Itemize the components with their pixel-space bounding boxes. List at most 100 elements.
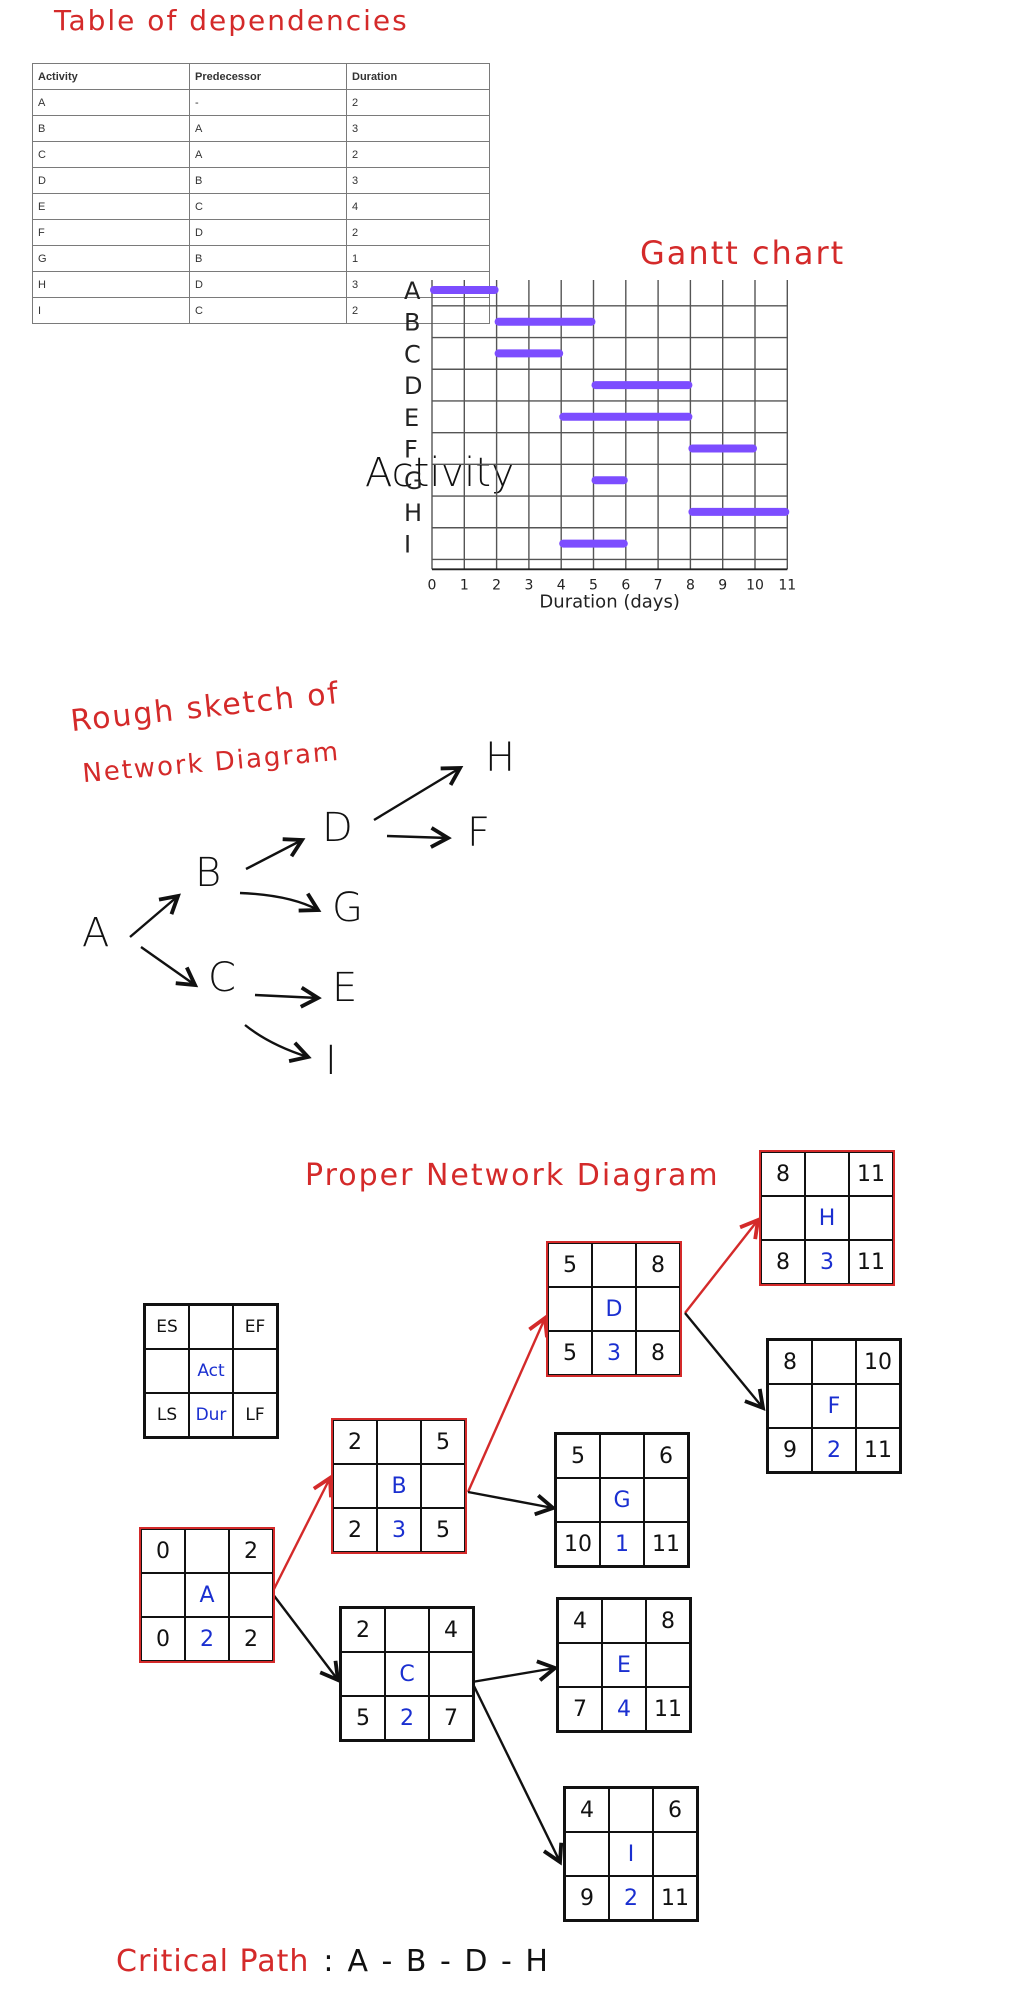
header-activity: Activity — [32, 63, 190, 90]
network-title: Proper Network Diagram — [305, 1158, 720, 1193]
x-tick-label: 11 — [778, 577, 796, 593]
node-ls: 0 — [141, 1617, 185, 1661]
node-ef: 6 — [644, 1434, 688, 1478]
node-ef: 11 — [849, 1152, 893, 1196]
cell-activity: A — [32, 89, 190, 116]
legend-ls: LS — [145, 1393, 189, 1437]
node-empty-cell — [556, 1478, 600, 1522]
cell-predecessor: A — [189, 141, 347, 168]
node-empty-cell — [341, 1652, 385, 1696]
node-act: F — [812, 1384, 856, 1428]
edge-b-g — [467, 1490, 557, 1517]
edge-d-h — [684, 1216, 761, 1314]
node-es: 8 — [761, 1152, 805, 1196]
header-duration: Duration — [346, 63, 490, 90]
node-ef: 5 — [421, 1420, 465, 1464]
x-tick-label: 8 — [686, 577, 695, 593]
node-ls: 7 — [558, 1687, 602, 1731]
node-empty-cell — [548, 1287, 592, 1331]
cell-activity: I — [32, 297, 190, 324]
sketch-edge-d-h — [373, 765, 464, 822]
sketch-edge-c-i — [244, 1024, 312, 1063]
node-lf: 5 — [421, 1508, 465, 1552]
node-empty-cell — [421, 1464, 465, 1508]
cell-duration: 1 — [346, 245, 490, 272]
cell-activity: E — [32, 193, 190, 220]
node-dur: 3 — [592, 1331, 636, 1375]
node-empty-cell — [141, 1573, 185, 1617]
node-empty-cell — [644, 1478, 688, 1522]
node-empty-cell — [653, 1832, 697, 1876]
cell-predecessor: B — [189, 245, 347, 272]
node-act: C — [385, 1652, 429, 1696]
sketch-title-line1: Rough sketch of — [68, 675, 342, 740]
node-es: 2 — [333, 1420, 377, 1464]
node-ls: 9 — [565, 1876, 609, 1920]
gantt-row-label: B — [404, 309, 420, 337]
x-tick-label: 3 — [524, 577, 533, 593]
node-lf: 11 — [856, 1428, 900, 1472]
node-dur: 2 — [812, 1428, 856, 1472]
x-axis-label: Duration (days) — [539, 591, 679, 612]
cell-predecessor: A — [189, 115, 347, 142]
node-ef: 8 — [646, 1599, 690, 1643]
x-tick-label: 5 — [589, 577, 598, 593]
node-es: 2 — [341, 1608, 385, 1652]
node-ls: 5 — [548, 1331, 592, 1375]
critical-path-separator: : — [323, 1944, 334, 1979]
node-empty-cell — [429, 1652, 473, 1696]
node-empty-cell — [646, 1643, 690, 1687]
node-ef: 2 — [229, 1529, 273, 1573]
critical-path: Critical Path:A - B - D - H — [116, 1944, 550, 1979]
gantt-row-label: C — [404, 340, 421, 368]
cell-duration: 2 — [346, 141, 490, 168]
cell-predecessor: - — [189, 89, 347, 116]
critical-path-value: A - B - D - H — [347, 1944, 550, 1979]
node-empty-cell — [377, 1420, 421, 1464]
cell-duration: 2 — [346, 219, 490, 246]
node-ls: 5 — [341, 1696, 385, 1740]
sketch-node-e: E — [332, 965, 358, 1011]
gantt-row-label: D — [404, 372, 422, 400]
node-ls: 9 — [768, 1428, 812, 1472]
node-es: 8 — [768, 1340, 812, 1384]
node-empty-cell — [558, 1643, 602, 1687]
node-act: A — [185, 1573, 229, 1617]
edge-b-d — [466, 1314, 549, 1493]
node-es: 5 — [548, 1243, 592, 1287]
node-dur: 2 — [609, 1876, 653, 1920]
sketch-edge-a-c — [140, 946, 199, 988]
legend-es: ES — [145, 1305, 189, 1349]
node-act: I — [609, 1832, 653, 1876]
gantt-row-label: A — [404, 280, 421, 305]
node-lf: 2 — [229, 1617, 273, 1661]
edge-a-c — [271, 1592, 341, 1684]
node-act: H — [805, 1196, 849, 1240]
sketch-title-line2: Network Diagram — [81, 736, 342, 790]
cell-activity: D — [32, 167, 190, 194]
node-dur: 3 — [377, 1508, 421, 1552]
node-es: 4 — [565, 1788, 609, 1832]
sketch-edge-c-e — [254, 985, 322, 1009]
sketch-node-f: F — [467, 810, 491, 856]
header-predecessor: Predecessor — [189, 63, 347, 90]
table-header-row: Activity Predecessor Duration — [32, 63, 490, 90]
cell-duration: 2 — [346, 297, 490, 324]
node-empty-cell — [609, 1788, 653, 1832]
x-tick-label: 0 — [428, 577, 437, 593]
cell-duration: 4 — [346, 193, 490, 220]
node-empty-cell — [849, 1196, 893, 1240]
node-ls: 2 — [333, 1508, 377, 1552]
gantt-row-label: I — [404, 531, 411, 559]
sketch-node-h: H — [485, 735, 516, 781]
sketch-edge-d-f — [386, 826, 452, 849]
cell-activity: C — [32, 141, 190, 168]
node-empty-cell — [333, 1464, 377, 1508]
